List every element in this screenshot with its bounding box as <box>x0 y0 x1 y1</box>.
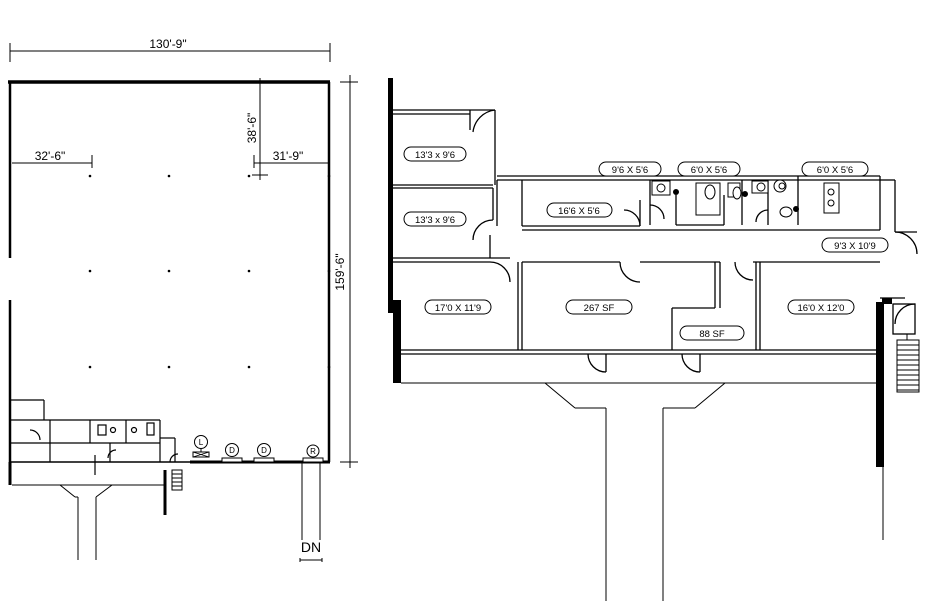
room-label-break-room: 9'3 X 10'9 <box>821 237 889 253</box>
ramp-down <box>299 462 323 562</box>
office-depth-label: 38'-6" <box>245 113 259 144</box>
exterior-stair <box>896 334 920 393</box>
office-detail-plan: 13'3 x 9'6 13'3 x 9'6 16'6 X 5'6 9'6 X 5… <box>388 78 920 601</box>
room-label-storage: 16'6 X 5'6 <box>546 202 613 218</box>
door-marker-r: R <box>302 444 324 463</box>
overall-width-dimension <box>9 43 331 62</box>
room-label-office-4: 16'0 X 12'0 <box>787 299 855 315</box>
room-label-office-3: 17'0 X 11'9 <box>424 299 492 315</box>
door-marker-d1: D <box>221 443 243 463</box>
overall-width-label: 130'-9" <box>149 37 186 51</box>
depth-label: 159'-6" <box>333 253 347 290</box>
room-label-office-1: 13'3 x 9'6 <box>403 146 467 162</box>
right-spacing-label: 31'-9" <box>273 149 304 163</box>
room-label-open-office: 267 SF <box>565 299 633 315</box>
room-label-office-1-text: 13'3 x 9'6 <box>415 150 455 161</box>
room-label-restroom-3: 6'0 X 5'6 <box>801 161 869 177</box>
office-heavy-walls <box>388 78 892 467</box>
door-marker-l-letter: L <box>199 438 204 447</box>
door-marker-r-letter: R <box>310 447 316 456</box>
room-label-office-4-text: 16'0 X 12'0 <box>798 303 845 314</box>
room-label-small-room-text: 88 SF <box>699 329 725 340</box>
room-label-restroom-3-text: 6'0 X 5'6 <box>817 165 853 176</box>
building-exterior-walls <box>8 80 331 485</box>
door-marker-d2-letter: D <box>261 446 267 455</box>
room-label-restroom-2-text: 6'0 X 5'6 <box>691 165 727 176</box>
room-label-restroom-1: 9'6 X 5'6 <box>598 161 662 177</box>
overall-building-plan: 130'-9" 159'-6" 38'-6" <box>8 37 358 562</box>
room-label-small-room: 88 SF <box>679 325 745 341</box>
door-marker-d2: D <box>253 443 275 463</box>
plumbing-fixtures <box>651 179 840 218</box>
door-marker-d1-letter: D <box>229 446 235 455</box>
door-marker-l: L <box>192 435 210 458</box>
column-grid <box>88 174 331 369</box>
office-interior-walls <box>393 109 918 373</box>
room-label-open-office-text: 267 SF <box>584 303 615 314</box>
column-spacing-dimensions <box>12 155 328 168</box>
office-cluster-mini <box>10 399 179 475</box>
room-label-office-2: 13'3 x 9'6 <box>403 211 467 227</box>
mini-stair <box>171 469 183 491</box>
room-label-restroom-1-text: 9'6 X 5'6 <box>612 165 648 176</box>
room-label-storage-text: 16'6 X 5'6 <box>558 206 600 217</box>
room-label-office-3-text: 17'0 X 11'9 <box>435 303 481 314</box>
office-front-walkway <box>401 382 884 601</box>
left-spacing-label: 32'-6" <box>35 149 66 163</box>
ramp-label: DN <box>301 539 321 555</box>
office-cluster-heavy-walls <box>8 462 167 515</box>
depth-dimension <box>340 75 358 468</box>
room-label-restroom-2: 6'0 X 5'6 <box>677 161 741 177</box>
room-label-break-room-text: 9'3 X 10'9 <box>834 241 876 252</box>
front-walkway <box>12 484 165 560</box>
room-label-office-2-text: 13'3 x 9'6 <box>415 215 455 226</box>
